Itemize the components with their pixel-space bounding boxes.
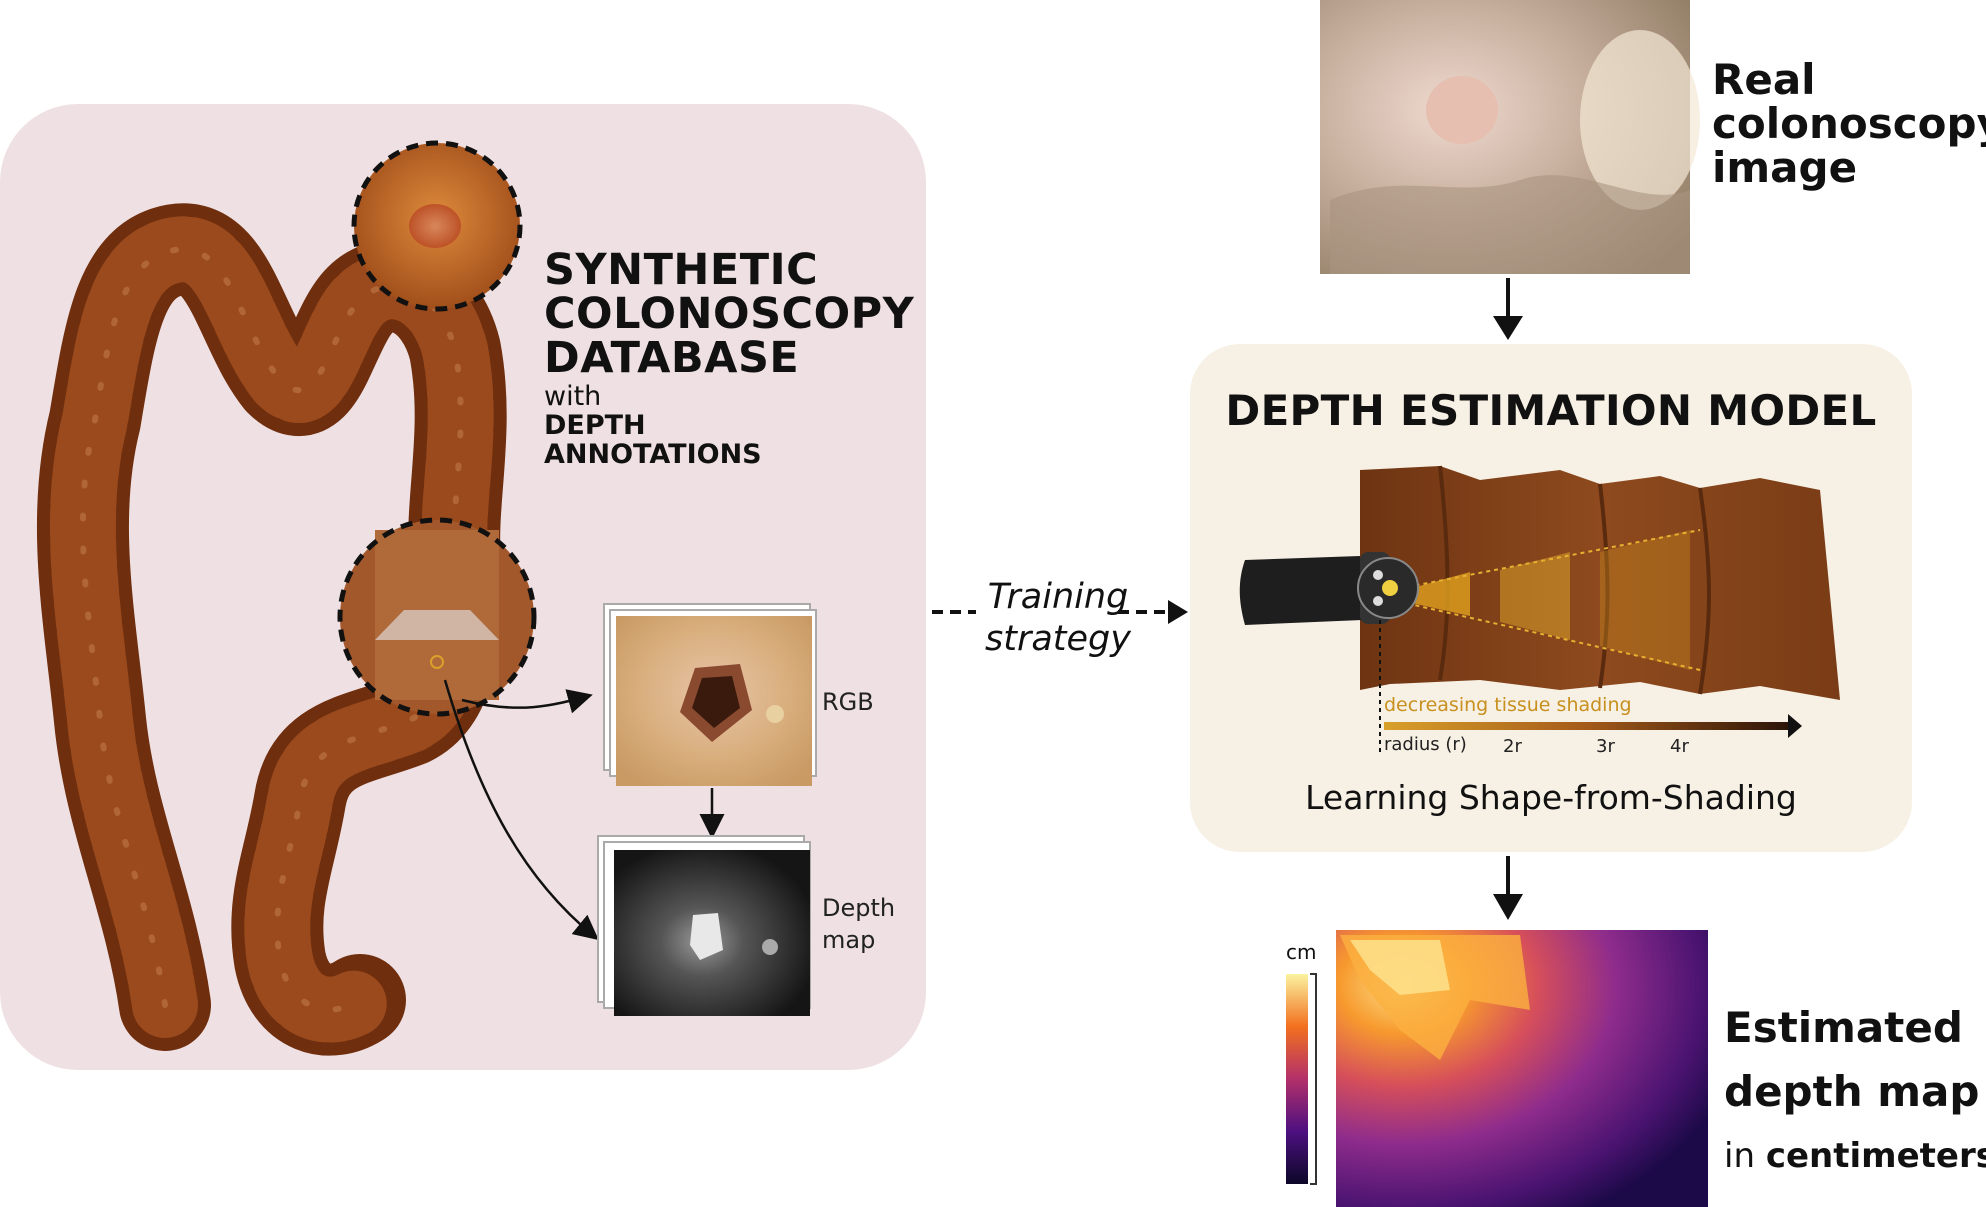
training-strategy-label: Training strategy (985, 577, 1131, 659)
depth-model-title: DEPTH ESTIMATION MODEL (1225, 386, 1877, 435)
depth-map-label: Depth map (822, 894, 896, 954)
tick-4r: 4r (1670, 736, 1689, 757)
shading-arrowhead (1788, 714, 1802, 738)
colorbar (1286, 974, 1308, 1184)
model-caption: Learning Shape-from-Shading (1305, 778, 1797, 817)
arrow-to-rgb (461, 689, 593, 714)
estimated-depth-map (1336, 930, 1708, 1207)
colon-illustration (36, 203, 507, 1056)
estimated-label: Estimated depth map in centimeters (1724, 1003, 1986, 1176)
arrow-model-to-estimated (1493, 894, 1523, 920)
tick-3r: 3r (1596, 736, 1615, 757)
colorbar-unit: cm (1286, 940, 1317, 964)
decreasing-shading-label: decreasing tissue shading (1384, 694, 1632, 716)
polyp-zoom-circle (351, 140, 523, 312)
depth-image-stack (597, 835, 811, 1016)
colon-tunnel-illustration (1239, 465, 1840, 700)
rgb-label: RGB (822, 688, 874, 716)
arrow-real-to-model (1493, 316, 1523, 340)
radius-label: radius (r) (1384, 734, 1467, 755)
shading-gradient-bar (1384, 722, 1790, 730)
training-arrowhead (1168, 600, 1188, 624)
synthetic-subtitle: with DEPTH ANNOTATIONS (544, 381, 762, 470)
camera-zoom-circle (337, 517, 537, 717)
real-image-label: Real colonoscopy image (1712, 55, 1986, 192)
arrow-to-depth (443, 679, 599, 941)
real-colonoscopy-image (1320, 0, 1700, 274)
synthetic-title: SYNTHETIC COLONOSCOPY DATABASE (544, 245, 915, 383)
rgb-image-stack (603, 603, 817, 786)
tick-2r: 2r (1503, 736, 1522, 757)
